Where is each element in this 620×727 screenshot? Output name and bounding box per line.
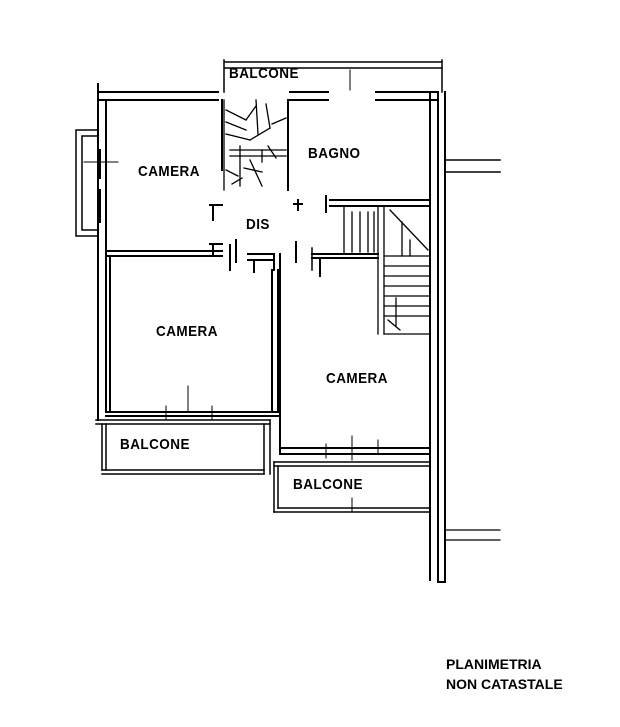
staircase-right [343, 205, 431, 335]
room-camera-top-left-walls [105, 99, 223, 257]
label-camera-right: CAMERA [326, 370, 388, 387]
outer-walls [97, 83, 446, 583]
staircase-top [223, 99, 289, 191]
label-dis: DIS [246, 216, 270, 233]
plan-note-line1: PLANIMETRIA [446, 656, 542, 672]
plan-note-line2: NON CATASTALE [446, 676, 563, 692]
hall-walls [229, 239, 379, 453]
label-bagno: BAGNO [308, 145, 361, 162]
label-balcone-top: BALCONE [229, 65, 299, 82]
room-camera-right-walls [279, 435, 431, 461]
label-balcone-left: BALCONE [120, 436, 190, 453]
label-balcone-bottom: BALCONE [293, 476, 363, 493]
window-left [75, 129, 119, 237]
label-camera-top-left: CAMERA [138, 163, 200, 180]
balcony-bottom [273, 461, 431, 513]
balcony-top [223, 59, 443, 93]
plan-note: PLANIMETRIA NON CATASTALE [446, 654, 563, 694]
room-bagno-walls [287, 99, 431, 213]
balcony-left [95, 419, 271, 475]
label-camera-mid-left: CAMERA [156, 323, 218, 340]
exterior-right [444, 159, 501, 541]
room-camera-mid-left-walls [105, 255, 279, 421]
